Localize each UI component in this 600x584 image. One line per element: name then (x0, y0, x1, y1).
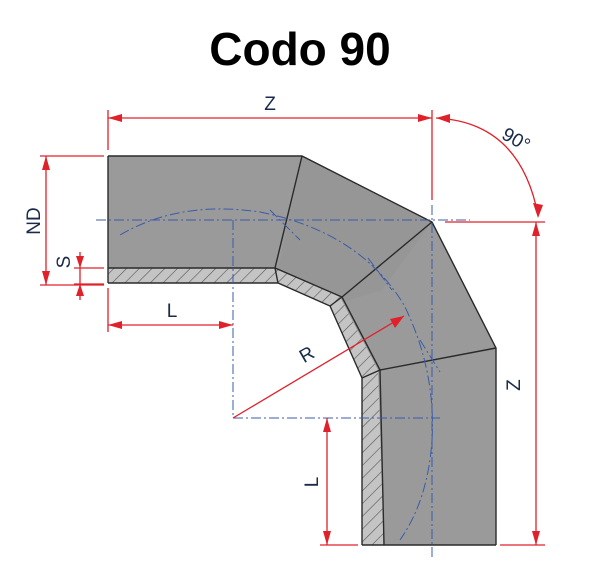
label-angle: 90° (498, 124, 533, 157)
wall-hatch (108, 268, 384, 545)
dimension-z-right: Z (445, 221, 545, 546)
dimension-angle: 90° (435, 114, 543, 218)
dimension-s: S (54, 252, 104, 300)
dimension-l-horizontal: L (107, 288, 233, 332)
pipe-body (108, 156, 496, 545)
label-l-vertical: L (302, 477, 323, 488)
dimension-nd: ND (24, 155, 104, 286)
label-z-top: Z (264, 94, 276, 115)
dimension-l-vertical: L (302, 418, 358, 546)
label-r: R (296, 343, 318, 368)
page-title: Codo 90 (209, 23, 391, 75)
label-l-horizontal: L (167, 301, 178, 322)
label-nd: ND (24, 207, 45, 234)
dimension-z-top: Z (107, 94, 433, 200)
pipe-outline (107, 155, 497, 546)
label-s: S (54, 256, 75, 269)
label-z-right: Z (504, 379, 525, 391)
centerlines (96, 205, 470, 560)
